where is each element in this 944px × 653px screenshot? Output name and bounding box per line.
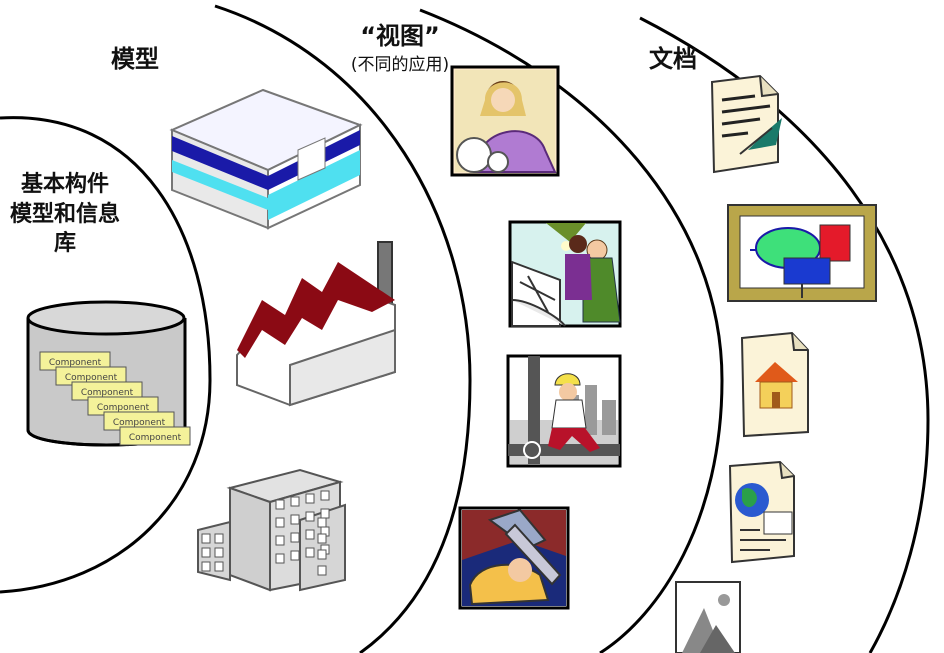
views-sublabel: (不同的应用) — [350, 55, 450, 75]
architects-drafting-icon — [508, 220, 622, 328]
component-stack: ComponentComponentComponentComponentComp… — [39, 351, 191, 446]
window — [201, 561, 211, 572]
window — [275, 535, 285, 546]
office-building-icon — [197, 468, 346, 592]
window — [305, 547, 315, 558]
documents-label: 文档 — [649, 45, 697, 73]
window — [305, 493, 315, 504]
window — [275, 553, 285, 564]
models-label: 模型 — [111, 45, 159, 73]
views-label: “视图” — [360, 22, 440, 50]
window — [305, 529, 315, 540]
box-building-icon — [169, 88, 363, 230]
models-ring — [214, 4, 472, 653]
svg-text:Component: Component — [49, 358, 102, 368]
construction-worker-icon — [506, 354, 622, 468]
svg-text:Component: Component — [81, 388, 134, 398]
factory-icon — [236, 241, 396, 407]
house-document-icon — [740, 331, 809, 438]
window — [317, 517, 327, 528]
window — [214, 533, 224, 544]
window — [275, 517, 285, 528]
text-document-icon — [710, 74, 782, 174]
drawing-plan-icon — [727, 204, 877, 302]
window — [275, 499, 285, 510]
window — [290, 532, 300, 543]
window — [290, 550, 300, 561]
window — [317, 565, 327, 576]
window — [290, 496, 300, 507]
mountain-picture-icon — [675, 581, 741, 653]
window — [290, 514, 300, 525]
window — [317, 549, 327, 560]
core-ring — [0, 116, 212, 594]
window — [201, 533, 211, 544]
plumber-wrench-icon — [458, 506, 570, 610]
window — [201, 547, 211, 558]
svg-text:Component: Component — [65, 373, 118, 383]
core-label: 基本构件 模型和信息库 — [9, 172, 120, 257]
mother-child-icon — [450, 65, 560, 177]
window — [305, 511, 315, 522]
window — [320, 490, 330, 501]
svg-text:Component: Component — [129, 433, 182, 443]
window — [214, 561, 224, 572]
component-note: Component — [119, 426, 191, 446]
window — [320, 508, 330, 519]
window — [214, 547, 224, 558]
window — [317, 533, 327, 544]
svg-text:Component: Component — [113, 418, 166, 428]
svg-text:Component: Component — [97, 403, 150, 413]
globe-document-icon — [728, 460, 795, 564]
